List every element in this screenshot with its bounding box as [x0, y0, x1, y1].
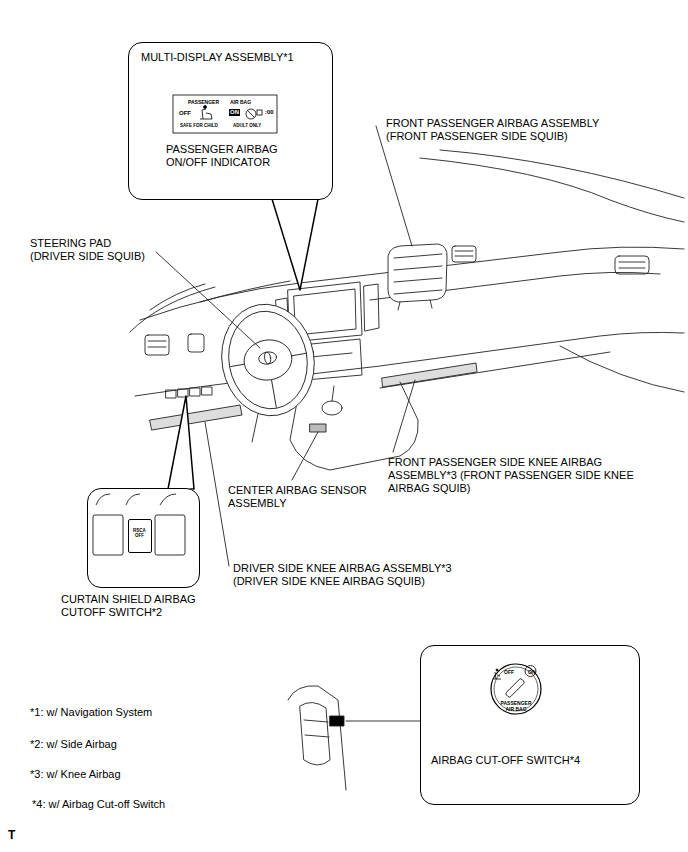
indicator-caption: PASSENGER AIRBAG ON/OFF INDICATOR — [166, 143, 306, 169]
indicator-text: :00 — [265, 109, 274, 116]
switch-face: OFF ON PASSENGER AIR BAG — [490, 663, 542, 715]
callout-box: MULTI-DISPLAY ASSEMBLY*1PASSENGER AIRBAG… — [128, 42, 333, 200]
indicator-text: OFF — [179, 110, 191, 117]
footnote: *4: w/ Airbag Cut-off Switch — [32, 798, 165, 811]
part-label: FRONT PASSENGER SIDE KNEE AIRBAG ASSEMBL… — [388, 456, 673, 496]
callout-title: MULTI-DISPLAY ASSEMBLY*1 — [141, 51, 294, 64]
indicator-panel: PASSENGER AIR BAG OFF ON :00SAFE FOR CHILD AD… — [174, 96, 278, 134]
callout-title: AIRBAG CUT-OFF SWITCH*4 — [431, 754, 580, 767]
button-text: RSCA OFF — [129, 528, 150, 539]
indicator-text: AIR BAG — [230, 99, 251, 105]
footnote: *3: w/ Knee Airbag — [30, 768, 121, 781]
callout-title: CURTAIN SHIELD AIRBAG CUTOFF SWITCH*2 — [61, 593, 226, 619]
callout-box: CURTAIN SHIELD AIRBAG CUTOFF SWITCH*2RSC… — [87, 488, 200, 588]
part-label: DRIVER SIDE KNEE AIRBAG ASSEMBLY*3 (DRIV… — [233, 562, 498, 588]
switch-text: ON — [528, 669, 536, 675]
switch-button: RSCA OFF — [128, 519, 152, 553]
callout-box: AIRBAG CUT-OFF SWITCH*4 OFF ON PASSENGER AI… — [420, 645, 640, 805]
figure-code: T — [8, 828, 15, 842]
indicator-text: ON — [229, 109, 240, 116]
part-label: FRONT PASSENGER AIRBAG ASSEMBLY (FRONT P… — [386, 117, 636, 143]
indicator-text: PASSENGER — [188, 99, 219, 105]
footnote: *2: w/ Side Airbag — [30, 738, 117, 751]
switch-text: PASSENGER AIR BAG — [498, 701, 534, 713]
footnote: *1: w/ Navigation System — [30, 706, 152, 719]
part-label: CENTER AIRBAG SENSOR ASSEMBLY — [228, 484, 378, 510]
switch-text: OFF — [504, 669, 514, 675]
part-label: STEERING PAD (DRIVER SIDE SQUIB) — [30, 237, 155, 263]
indicator-text: ADULT ONLY — [233, 123, 261, 128]
indicator-text: SAFE FOR CHILD — [180, 123, 218, 128]
